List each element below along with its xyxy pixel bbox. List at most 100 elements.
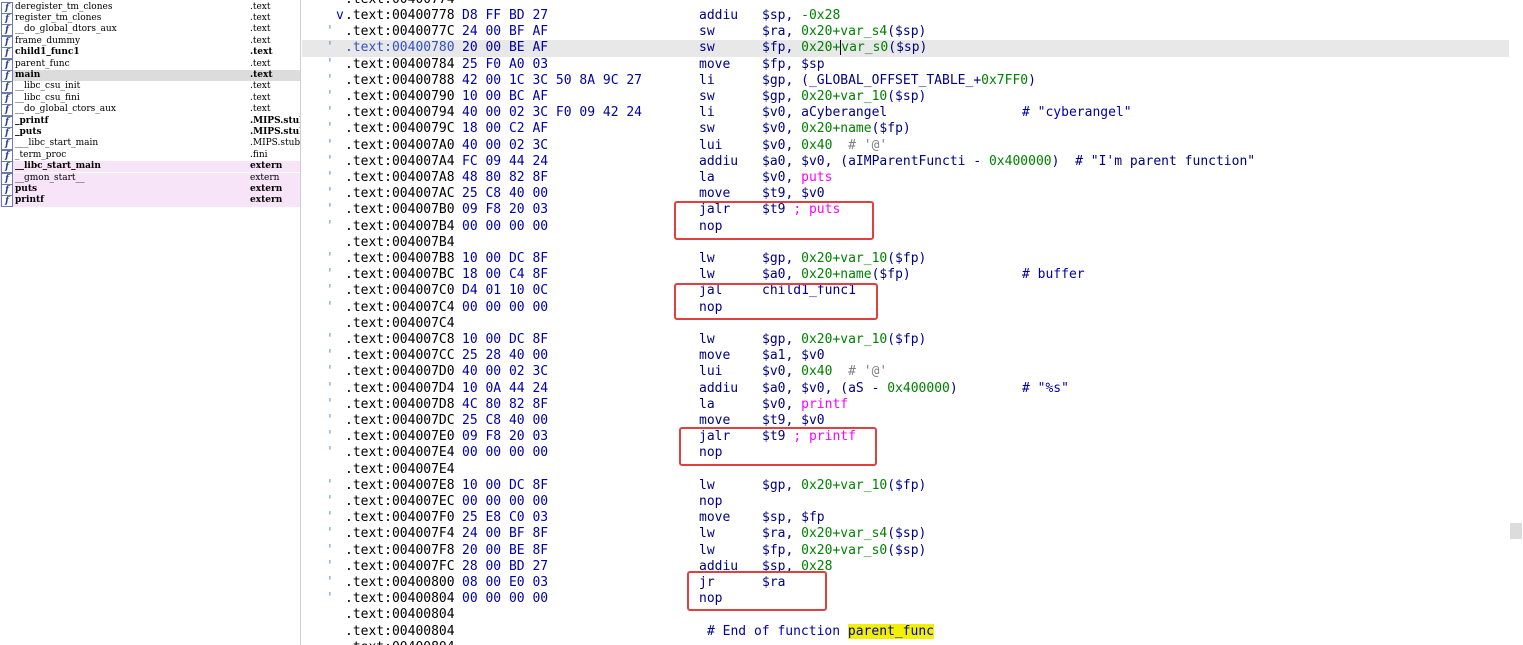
disasm-address[interactable]: .text:00400788 — [345, 72, 455, 88]
disasm-address[interactable]: .text:004007F8 — [345, 542, 455, 558]
disasm-address[interactable]: .text:00400794 — [345, 105, 455, 121]
disasm-line[interactable]: .text:00400804 — [302, 640, 1509, 645]
function-row[interactable]: f__libc_csu_fini.text — [0, 92, 300, 105]
disasm-address[interactable]: .text:004007E4 — [345, 461, 455, 477]
disasm-address[interactable]: .text:004007B8 — [345, 251, 455, 266]
disasm-line[interactable]: .text:00400804# End of function parent_f… — [302, 623, 1509, 640]
disasm-address[interactable]: .text:00400804 — [345, 607, 455, 623]
function-row[interactable]: f_term_proc.fini — [0, 149, 300, 162]
disasm-address[interactable]: .text:004007C4 — [345, 315, 455, 331]
disasm-address[interactable]: .text:004007A4 — [345, 153, 455, 169]
disasm-address[interactable]: .text:0040079C — [345, 121, 455, 137]
disasm-address[interactable]: .text:0040077C — [345, 24, 455, 40]
disasm-address[interactable]: .text:00400804 — [345, 640, 455, 645]
disasm-address[interactable]: .text:00400804 — [345, 591, 455, 607]
scrollbar-thumb[interactable] — [1510, 523, 1522, 539]
function-row[interactable]: f__do_global_ctors_aux.text — [0, 104, 300, 117]
disasm-line[interactable]: .text:00400804 — [302, 607, 1509, 623]
disasm-address[interactable]: .text:004007AC — [345, 186, 455, 202]
disasm-address[interactable]: .text:004007C8 — [345, 332, 455, 347]
function-row[interactable]: f__do_global_dtors_aux.text — [0, 24, 300, 37]
disasm-address[interactable]: .text:004007E8 — [345, 477, 455, 493]
disasm-address[interactable]: .text:004007F0 — [345, 510, 455, 526]
disasm-line[interactable]: .text:004007C4 — [302, 316, 1509, 332]
disasm-address[interactable]: .text:004007C4 — [345, 299, 455, 315]
function-row[interactable]: f__gmon_start__extern — [0, 172, 300, 185]
disasm-address[interactable]: .text:004007EC — [345, 494, 455, 509]
disasm-line-top-partial[interactable]: .text:00400774 — [302, 0, 1509, 8]
disasm-address[interactable]: .text:004007B4 — [345, 234, 455, 250]
function-row[interactable]: f__libc_csu_init.text — [0, 81, 300, 94]
disasm-address[interactable]: .text:004007D0 — [345, 364, 455, 380]
function-row[interactable]: f___libc_start_main.MIPS.stubs — [0, 138, 300, 151]
disasm-address[interactable]: .text:004007CC — [345, 348, 455, 364]
disasm-address[interactable]: .text:004007B4 — [345, 218, 455, 234]
disasm-address[interactable]: .text:00400800 — [345, 575, 455, 590]
vertical-scrollbar[interactable] — [1509, 0, 1523, 645]
disasm-address[interactable]: .text:00400784 — [345, 56, 455, 72]
disasm-address[interactable]: .text:00400778 — [345, 8, 455, 23]
disasm-address[interactable]: .text:00400780 — [345, 40, 455, 56]
disasm-address[interactable]: .text:004007E0 — [345, 429, 455, 445]
disasm-address[interactable]: .text:004007D4 — [345, 380, 455, 396]
disasm-line[interactable]: .text:004007E4 — [302, 462, 1509, 478]
function-name-highlight[interactable]: parent_func — [847, 623, 934, 639]
function-row[interactable]: f_printf.MIPS.stubs — [0, 115, 300, 128]
disasm-address[interactable]: .text:004007DC — [345, 413, 455, 428]
disasm-line[interactable]: .text:004007B4 — [302, 235, 1509, 251]
disasm-address[interactable]: .text:004007B0 — [345, 202, 455, 218]
disasm-address[interactable]: .text:004007E4 — [345, 445, 455, 461]
disasm-address[interactable]: .text:00400804 — [345, 623, 455, 639]
collapse-arrow-icon[interactable]: v — [336, 8, 344, 23]
disasm-address[interactable]: .text:004007D8 — [345, 396, 455, 412]
disasm-address[interactable]: .text:00400790 — [345, 89, 455, 104]
disasm-address[interactable]: .text:004007F4 — [345, 526, 455, 542]
disasm-address[interactable]: .text:004007A0 — [345, 137, 455, 153]
disasm-address[interactable]: .text:004007BC — [345, 267, 455, 283]
function-row[interactable]: f_puts.MIPS.stubs — [0, 126, 300, 139]
disasm-address[interactable]: .text:004007FC — [345, 558, 455, 574]
disasm-address[interactable]: .text:004007A8 — [345, 170, 455, 185]
